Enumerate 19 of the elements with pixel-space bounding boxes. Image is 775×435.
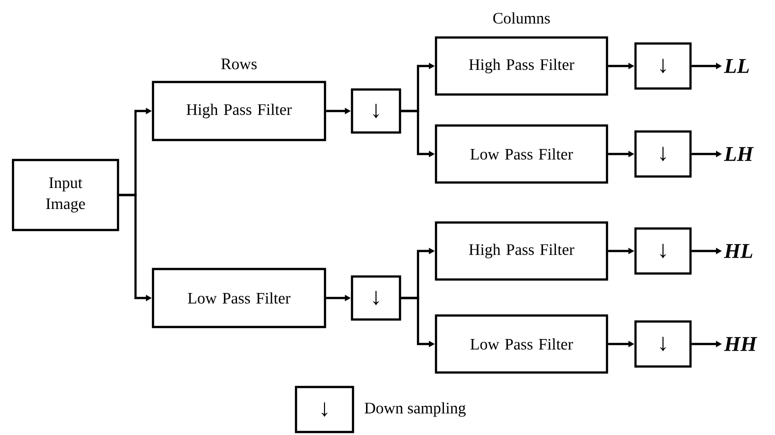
filter-box: Low Pass Filter [434, 314, 608, 374]
filter-box: High Pass Filter [434, 221, 608, 281]
filter-box: Low Pass Filter [152, 268, 326, 328]
downsampling-box: ↓ [634, 130, 692, 178]
filter-box: High Pass Filter [152, 80, 326, 142]
filter-box: High Pass Filter [434, 36, 608, 96]
downsampling-box: ↓ [350, 88, 402, 134]
output-label: LL [724, 59, 749, 73]
output-label: HL [724, 244, 752, 258]
node-label: Down sampling [364, 402, 466, 417]
downsampling-box: ↓ [634, 42, 692, 90]
downsampling-box: ↓ [634, 227, 692, 275]
downsampling-box: ↓ [294, 386, 354, 434]
output-label: HH [724, 337, 758, 351]
filter-box: Input Image [12, 158, 120, 232]
output-label: LH [724, 147, 754, 161]
downsampling-box: ↓ [350, 275, 402, 321]
filter-box: Low Pass Filter [434, 124, 608, 184]
downsampling-box: ↓ [634, 320, 692, 368]
